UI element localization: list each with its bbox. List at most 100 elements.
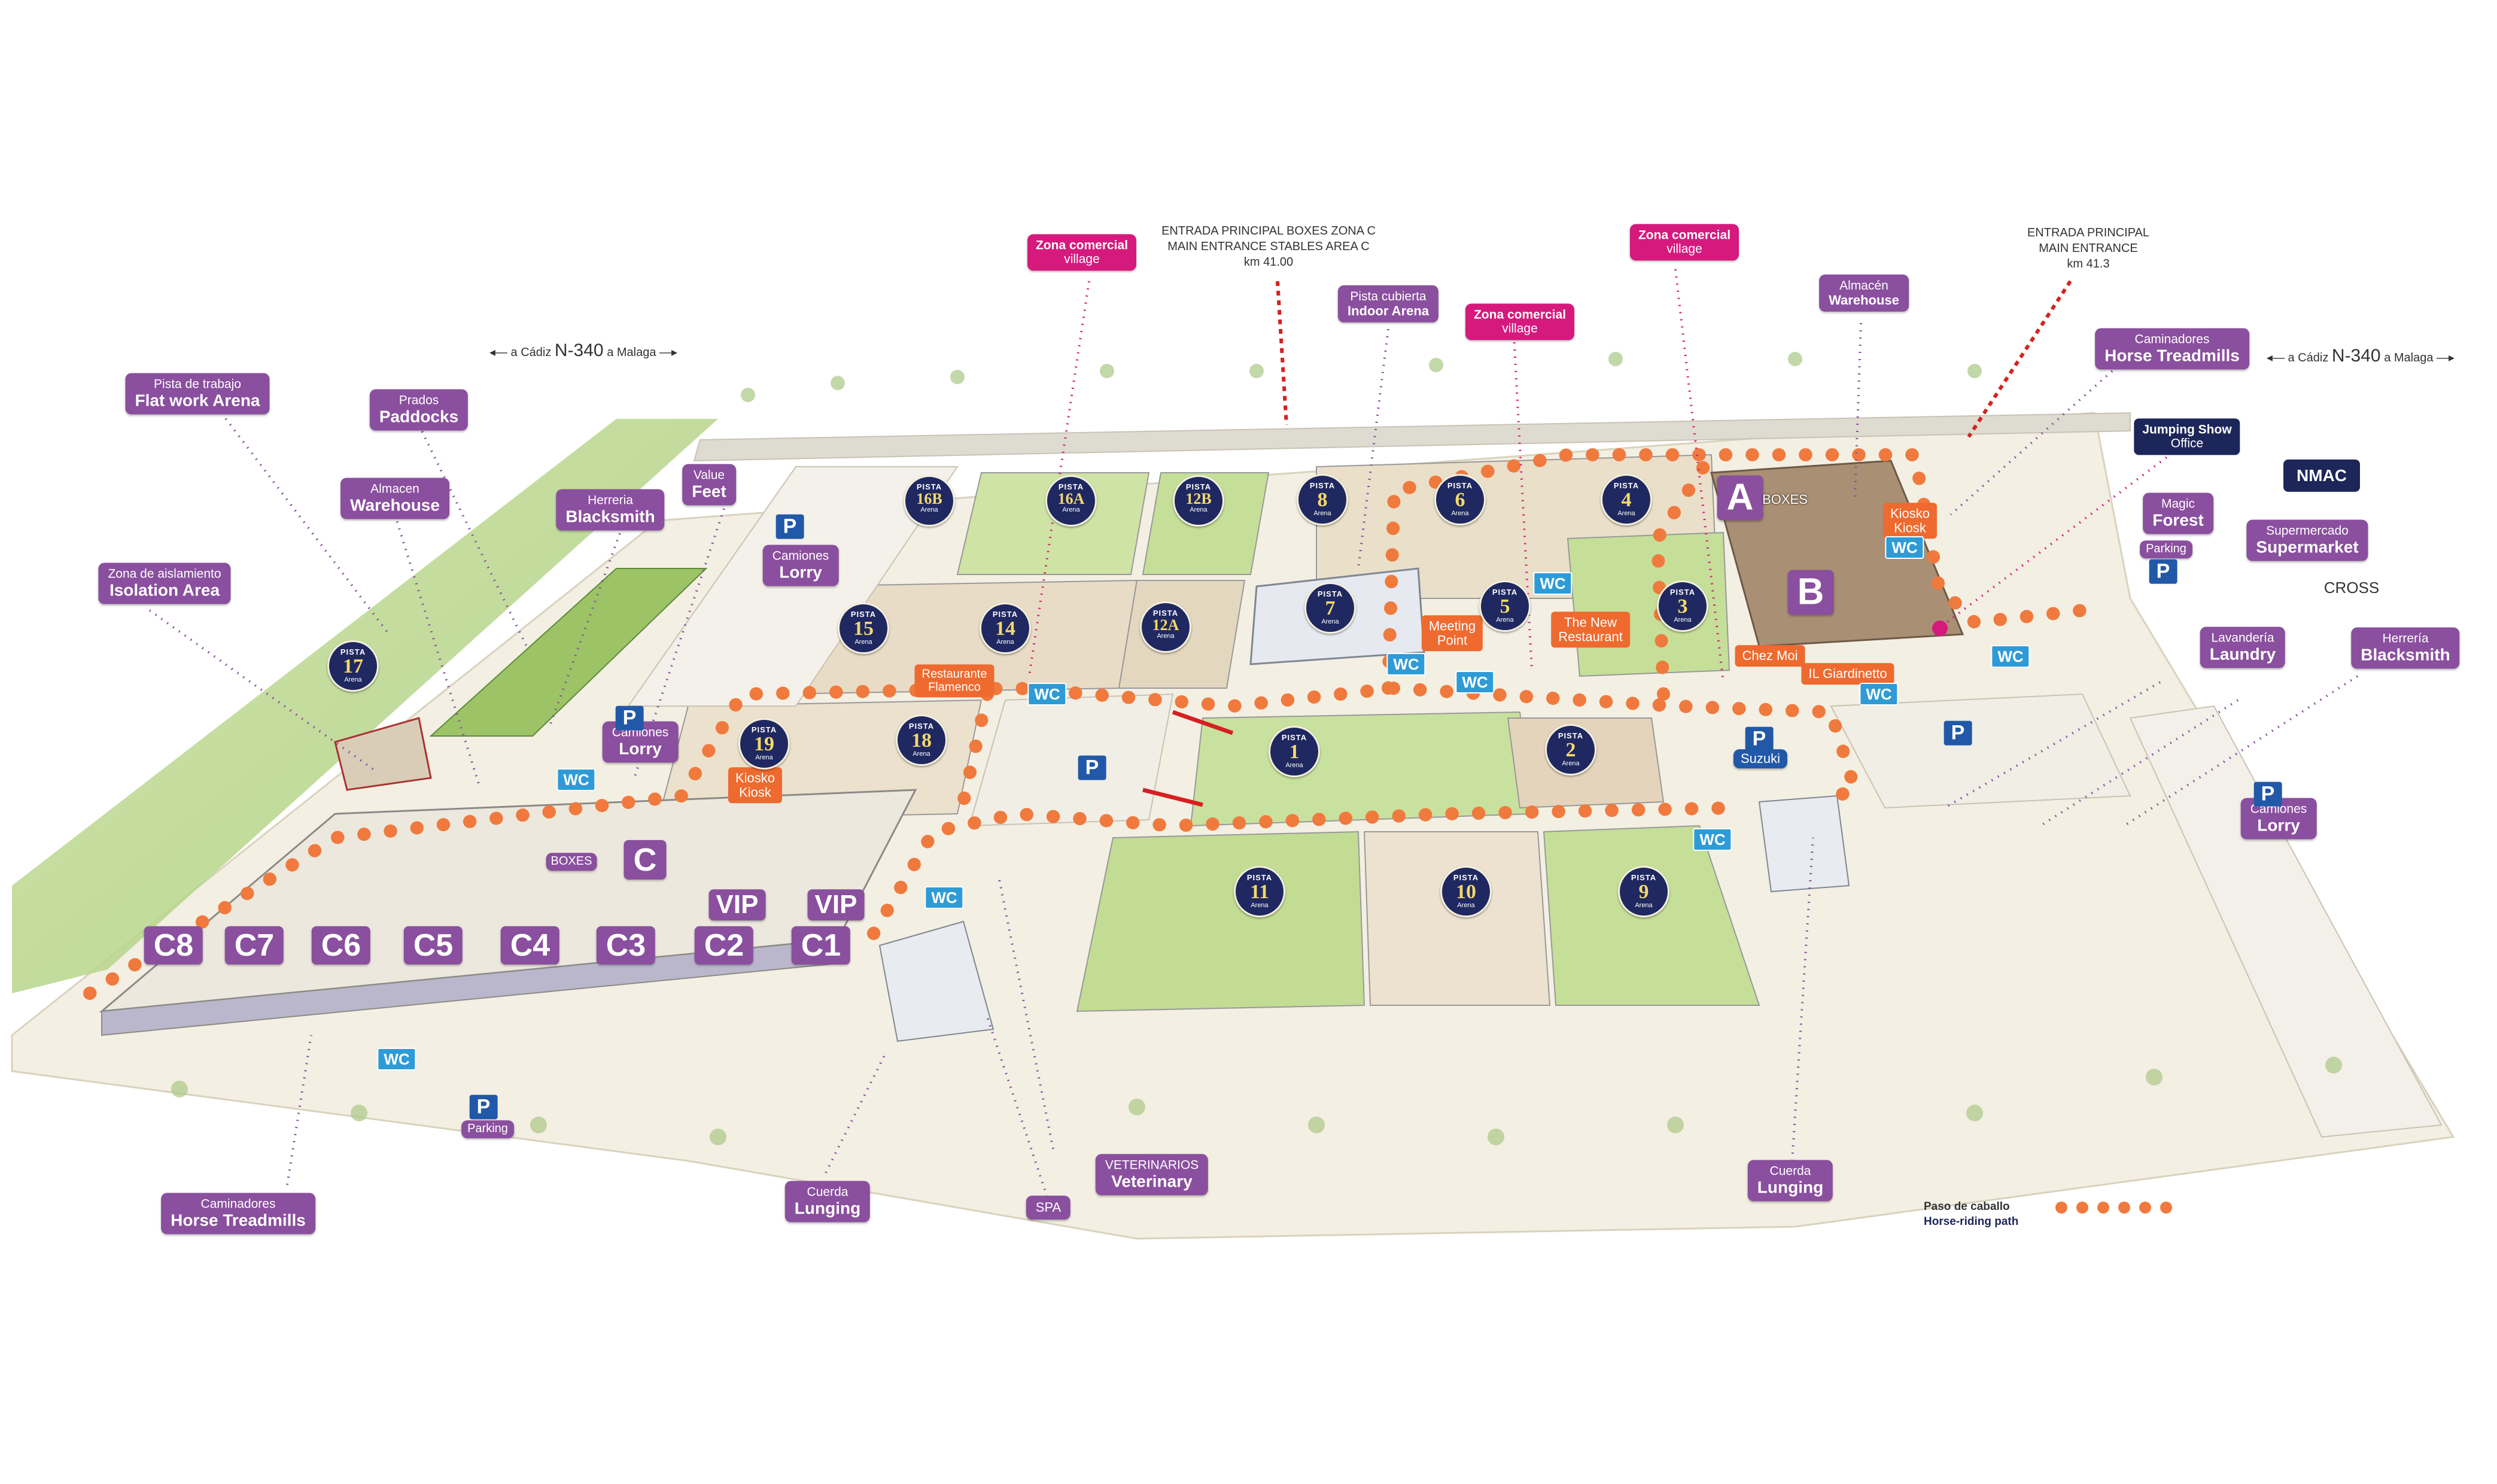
wc-marker-10: WC xyxy=(1885,536,1924,559)
parking-p-icon-5: P xyxy=(2149,559,2177,584)
indoor-arena-label[interactable]: Pista cubierta Indoor Arena xyxy=(1337,285,1439,323)
main-entrance-c-label: ENTRADA PRINCIPAL BOXES ZONA C MAIN ENTR… xyxy=(1161,224,1376,269)
leader-lines xyxy=(148,323,2359,1197)
stables-c-letter[interactable]: C xyxy=(624,840,667,880)
vip-label-c1[interactable]: VIP xyxy=(807,889,865,920)
parking-p-icon-2: P xyxy=(615,705,644,731)
treadmills-top-label[interactable]: Caminadores Horse Treadmills xyxy=(2095,328,2249,370)
field-10 xyxy=(1363,831,1551,1006)
stable-block-c3[interactable]: C3 xyxy=(596,926,656,965)
suzuki-label[interactable]: Suzuki xyxy=(1733,749,1788,768)
road-n340 xyxy=(693,412,2131,462)
trees xyxy=(171,352,2342,1145)
lunging-shed-right xyxy=(1758,795,1850,893)
value-feet-label[interactable]: Value Feet xyxy=(682,464,736,506)
kiosk-left-label[interactable]: Kiosko Kiosk xyxy=(728,767,783,803)
veterinary-label[interactable]: VETERINARIOS Veterinary xyxy=(1095,1154,1209,1196)
wc-marker-1: WC xyxy=(556,768,596,792)
parking-p-icon-7: P xyxy=(1745,726,1774,752)
flat-work-arena-label[interactable]: Pista de trabajo Flat work Arena xyxy=(125,373,270,415)
stables-a-letter[interactable]: A xyxy=(1717,475,1763,521)
il-giardinetto-label[interactable]: IL Giardinetto xyxy=(1801,663,1894,685)
parking-p-icon-8: P xyxy=(1944,720,1972,746)
boxes-label-c: BOXES xyxy=(546,853,597,871)
arrow-right-icon: —▸ xyxy=(659,345,678,359)
wc-marker-3: WC xyxy=(924,886,964,910)
commercial-village-2[interactable]: Zona comercial village xyxy=(1465,303,1575,340)
stable-block-c6[interactable]: C6 xyxy=(311,926,371,965)
road-label-right: ◂— a Cádiz N-340 a Malaga —▸ xyxy=(2266,345,2455,366)
lorry-parking-1[interactable]: Camiones Lorry xyxy=(762,545,839,586)
new-restaurant-label[interactable]: The New Restaurant xyxy=(1551,612,1630,647)
wc-marker-2: WC xyxy=(1027,682,1067,706)
wc-marker-8: WC xyxy=(1693,828,1732,852)
treadmills-bottom-label[interactable]: Caminadores Horse Treadmills xyxy=(161,1193,315,1234)
grass-strip-left xyxy=(12,419,718,993)
commercial-village-1[interactable]: Zona comercial village xyxy=(1027,234,1137,271)
lunging-left-label[interactable]: Cuerda Lunging xyxy=(784,1181,871,1223)
parking-p-icon-3: P xyxy=(2253,781,2282,807)
parking-p-icon-1: P xyxy=(775,514,804,539)
stable-block-c7[interactable]: C7 xyxy=(224,926,284,965)
wc-marker-6: WC xyxy=(1455,670,1495,694)
blacksmith-left-label[interactable]: Herreria Blacksmith xyxy=(556,489,665,531)
lunging-right-label[interactable]: Cuerda Lunging xyxy=(1747,1160,1833,1202)
jumping-show-office-label[interactable]: Jumping Show Office xyxy=(2134,418,2240,455)
stable-block-c8[interactable]: C8 xyxy=(144,926,203,965)
boxes-label-a: BOXES xyxy=(1762,492,1808,507)
stable-block-c5[interactable]: C5 xyxy=(403,926,463,965)
lunging-shed-left xyxy=(878,920,994,1042)
kiosk-right-label[interactable]: Kiosko Kiosk xyxy=(1882,503,1938,539)
blacksmith-right-label[interactable]: Herrería Blacksmith xyxy=(2351,627,2460,669)
warehouse-right-label[interactable]: Almacén Warehouse xyxy=(1819,274,1909,312)
parking-centre xyxy=(968,693,1174,827)
meeting-point-label[interactable]: Meeting Point xyxy=(1421,615,1483,651)
laundry-label[interactable]: Lavandería Laundry xyxy=(2200,627,2286,668)
magic-forest-label[interactable]: Magic Forest xyxy=(2143,492,2213,534)
parking-label-bottom[interactable]: Parking xyxy=(461,1120,514,1138)
lorry-parking-2[interactable]: Camiones Lorry xyxy=(602,721,679,763)
paddocks-label[interactable]: Prados Paddocks xyxy=(369,389,469,431)
stable-block-c1[interactable]: C1 xyxy=(791,926,851,965)
commercial-village-3[interactable]: Zona comercial village xyxy=(1629,224,1739,261)
vip-label-c2[interactable]: VIP xyxy=(708,889,766,920)
warehouse-left-label[interactable]: Almacen Warehouse xyxy=(340,478,449,519)
crossing-arrow-2 xyxy=(1142,787,1203,807)
supermarket-label[interactable]: Supermercado Supermarket xyxy=(2246,519,2368,561)
parking-label-right[interactable]: Parking xyxy=(2140,540,2192,558)
chez-moi-label[interactable]: Chez Moi xyxy=(1735,645,1805,667)
parking-left xyxy=(627,466,959,707)
wc-marker-11: WC xyxy=(1991,644,2030,668)
spa-label[interactable]: SPA xyxy=(1026,1196,1071,1220)
stable-block-c2[interactable]: C2 xyxy=(694,926,754,965)
stables-b-letter[interactable]: B xyxy=(1787,570,1834,615)
arrow-left-icon: ◂— xyxy=(2266,351,2285,364)
restaurante-flamenco-label[interactable]: Restaurante Flamenco xyxy=(914,664,994,698)
isolation-area-label[interactable]: Zona de aislamiento Isolation Area xyxy=(98,562,231,604)
stable-block-c4[interactable]: C4 xyxy=(500,926,560,965)
road-label-left: ◂— a Cádiz N-340 a Malaga —▸ xyxy=(489,340,678,360)
parking-p-icon-6: P xyxy=(1078,755,1106,780)
nmac-label[interactable]: NMAC xyxy=(2283,459,2360,492)
